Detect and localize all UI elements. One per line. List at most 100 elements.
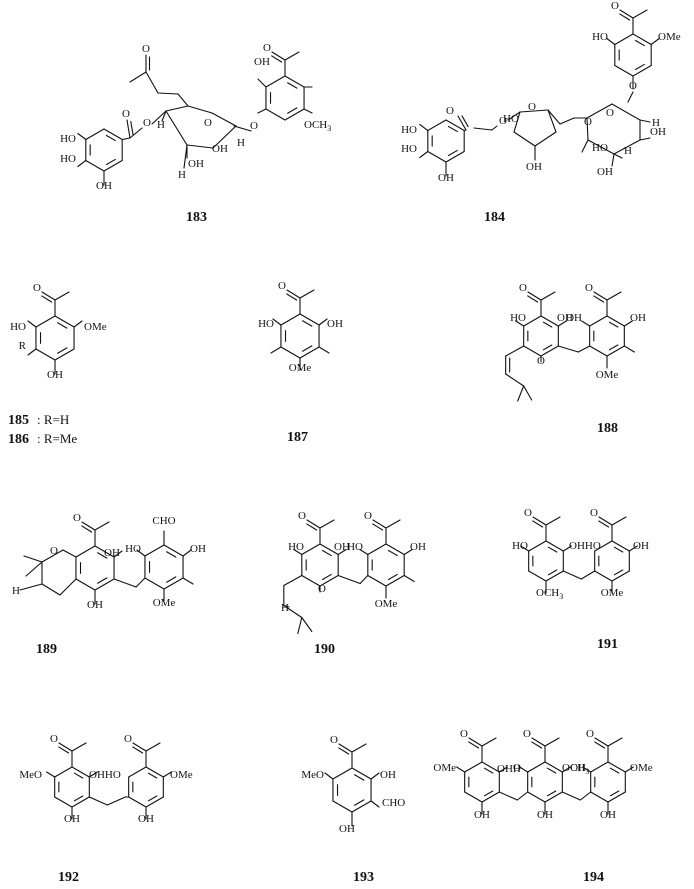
- bond: [145, 796, 164, 808]
- atom-label: HO: [503, 113, 519, 125]
- atom-label: HO: [592, 31, 608, 43]
- atom-label: O: [142, 43, 150, 55]
- bond: [606, 315, 625, 327]
- bond: [354, 799, 365, 806]
- atom-label: OCH3: [536, 587, 563, 601]
- compound-number-184: 184: [484, 210, 505, 225]
- bond: [385, 519, 401, 529]
- compound-caption-185: 185 : R=H: [8, 412, 69, 428]
- bond: [318, 346, 330, 354]
- bond: [163, 544, 184, 557]
- bond: [265, 108, 286, 121]
- bond: [609, 790, 620, 797]
- bond: [606, 291, 622, 301]
- compound-number-189: 189: [36, 642, 57, 657]
- bond: [75, 578, 96, 591]
- compound-number-183: 183: [186, 210, 207, 225]
- atom-label: O: [586, 728, 594, 740]
- bond: [166, 576, 177, 583]
- bond: [297, 616, 303, 635]
- atom-label: OH: [526, 161, 542, 173]
- bond: [372, 519, 387, 529]
- bond: [54, 766, 73, 778]
- bond: [581, 320, 591, 327]
- bond: [59, 578, 77, 596]
- bond: [94, 545, 115, 558]
- bond: [121, 137, 131, 141]
- bond: [528, 570, 547, 582]
- atom-label: H: [157, 119, 165, 131]
- bond: [547, 546, 558, 553]
- bond: [634, 63, 645, 71]
- bond: [461, 115, 469, 128]
- bond: [211, 112, 237, 127]
- bond: [359, 548, 369, 556]
- bond: [321, 549, 332, 557]
- bond: [136, 549, 146, 557]
- bond: [54, 796, 73, 808]
- bond: [162, 771, 172, 778]
- bond: [212, 125, 237, 149]
- bond: [594, 540, 613, 552]
- bond: [270, 346, 282, 354]
- bond: [71, 766, 90, 778]
- atom-label: O: [73, 512, 81, 524]
- bond: [302, 320, 313, 327]
- bond: [54, 315, 75, 328]
- bond: [257, 78, 267, 88]
- atom-label: O: [50, 733, 58, 745]
- bond: [73, 320, 83, 328]
- bond: [544, 791, 563, 803]
- bond: [608, 321, 619, 328]
- bond: [627, 91, 634, 103]
- bond: [590, 791, 609, 803]
- bond: [619, 9, 634, 19]
- bond: [233, 125, 252, 132]
- bond: [523, 385, 533, 401]
- bond: [419, 150, 429, 159]
- atom-label: OMe: [153, 597, 176, 609]
- atom-label: OH: [600, 809, 616, 821]
- bond: [613, 139, 641, 155]
- atom-label: OH: [334, 541, 350, 553]
- bond: [187, 105, 213, 114]
- bond: [528, 540, 547, 552]
- compound-number-191: 191: [597, 637, 618, 652]
- bond: [129, 71, 147, 83]
- atom-label: OMe: [596, 369, 619, 381]
- bond: [611, 103, 641, 121]
- bond: [607, 791, 626, 803]
- bond: [527, 791, 546, 803]
- bond: [468, 737, 483, 747]
- bond: [614, 64, 634, 77]
- atom-label: OH: [188, 158, 204, 170]
- atom-label: O: [585, 282, 593, 294]
- atom-label: OMe: [630, 762, 653, 774]
- bond: [284, 75, 305, 88]
- bond: [513, 111, 521, 133]
- bond: [280, 313, 301, 326]
- bond: [542, 321, 553, 328]
- bond: [337, 574, 361, 585]
- atom-label: O: [263, 42, 271, 54]
- atom-label: O: [318, 583, 326, 595]
- compound-caption-186: 186 : R=Me: [8, 431, 77, 447]
- bond: [609, 767, 620, 774]
- bond: [613, 569, 624, 576]
- bond: [113, 550, 123, 558]
- atom-label: H: [624, 145, 632, 157]
- bond: [57, 347, 68, 354]
- atom-label: OH: [597, 166, 613, 178]
- bond: [387, 549, 398, 557]
- atom-label: OH: [47, 369, 63, 381]
- bond: [639, 137, 651, 141]
- atom-label: O: [513, 762, 521, 774]
- bond: [387, 573, 398, 581]
- bond: [57, 322, 68, 329]
- bond: [351, 767, 372, 780]
- bond: [283, 604, 290, 608]
- bond: [318, 318, 328, 326]
- bond: [562, 570, 582, 580]
- bond: [88, 771, 98, 778]
